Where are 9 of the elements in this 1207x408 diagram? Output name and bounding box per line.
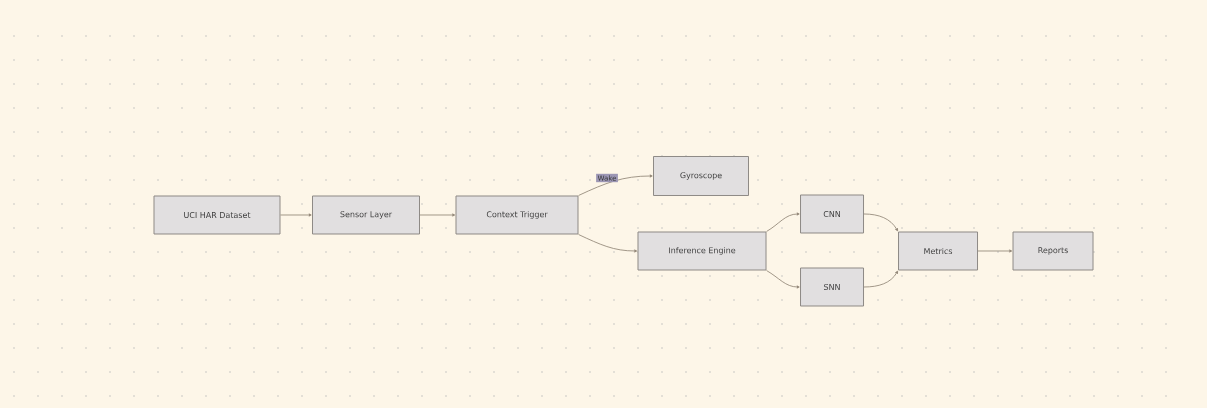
arrow <box>863 213 898 232</box>
arrow <box>863 270 898 288</box>
arrow <box>419 213 456 217</box>
arrow <box>766 212 800 232</box>
arrow <box>766 270 800 289</box>
arrow <box>578 234 638 253</box>
arrow <box>578 174 653 196</box>
arrow <box>977 249 1013 253</box>
arrow <box>280 213 312 217</box>
